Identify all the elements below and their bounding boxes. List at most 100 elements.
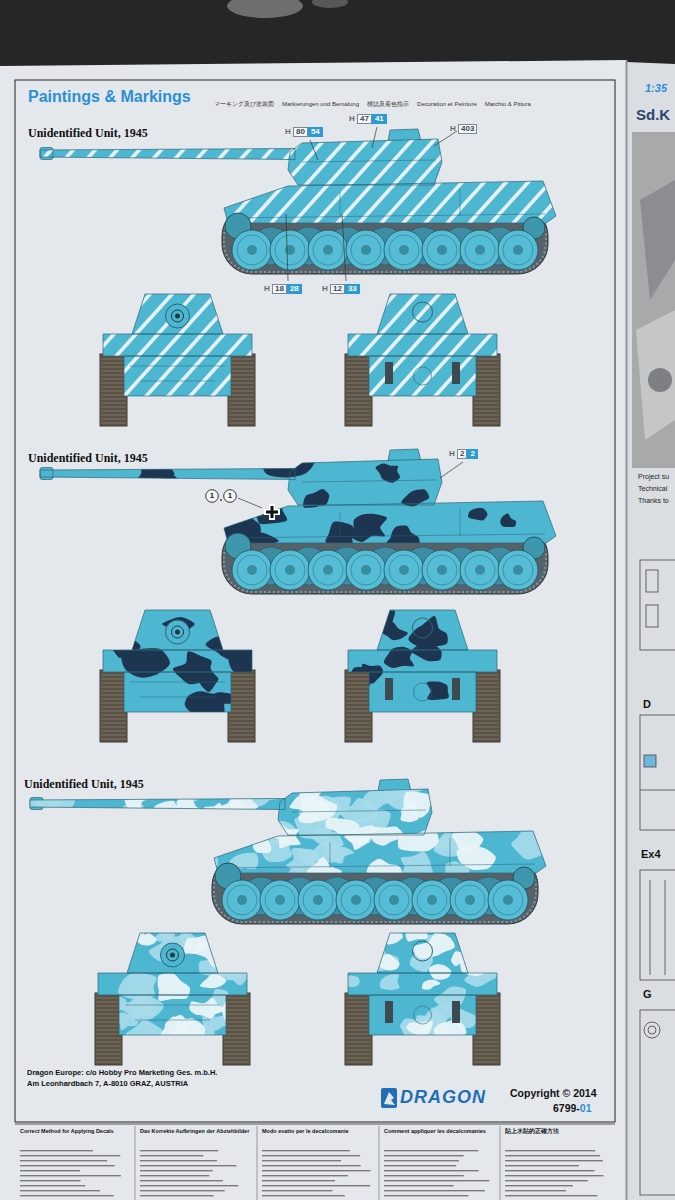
fine-print-line (20, 1160, 107, 1161)
camo-patch (429, 964, 451, 979)
fine-print-line (505, 1155, 600, 1156)
outline (348, 650, 497, 672)
camo-stripe (510, 122, 607, 224)
decal-prefix: H (450, 124, 456, 134)
muzzle (167, 949, 179, 961)
step-letter: Ex4 (641, 848, 661, 861)
camo-stripe (343, 286, 449, 398)
fine-print-line (384, 1175, 464, 1176)
fine-print-line (505, 1170, 595, 1171)
camo-stripe (532, 122, 629, 224)
track-link (96, 1048, 121, 1049)
road-wheel (260, 880, 300, 920)
wheel-hub (427, 895, 437, 905)
camo-patch (456, 600, 495, 618)
track-link (229, 705, 254, 706)
camo-stripe (620, 122, 675, 224)
track-link (474, 1000, 499, 1001)
fine-print-line (262, 1155, 360, 1156)
kit-number: 6799- (553, 1102, 580, 1114)
road-wheel (270, 230, 310, 270)
wheel-hub (275, 895, 285, 905)
track-link (474, 413, 499, 414)
fine-print-line (140, 1190, 225, 1191)
track-link (474, 1048, 499, 1049)
track-link (229, 385, 254, 386)
track-link (474, 689, 499, 690)
road-wheel (270, 550, 310, 590)
camo-patch (61, 852, 87, 865)
track-link (346, 729, 371, 730)
fine-print-line (505, 1160, 603, 1161)
track-link (101, 373, 126, 374)
track-link (346, 405, 371, 406)
camo-patch (112, 918, 145, 945)
track-link (229, 725, 254, 726)
camo-patch (156, 830, 186, 845)
brand-logo: DRAGON (400, 1087, 486, 1108)
track-link (229, 713, 254, 714)
camo-patch (178, 435, 202, 449)
track-link (101, 425, 126, 426)
road-wheel (346, 230, 386, 270)
cupola (378, 779, 411, 791)
track-link (96, 1056, 121, 1057)
bore (175, 314, 180, 319)
camo-patch (85, 930, 113, 946)
track-link (474, 1032, 499, 1033)
wheel-hub (503, 895, 513, 905)
track-link (229, 397, 254, 398)
kit-number: 01 (580, 1102, 592, 1114)
next-page-diagrams (640, 560, 675, 1195)
camo-stripe (642, 122, 675, 224)
access-hatch (414, 367, 432, 385)
decal-box: 47 (357, 114, 372, 124)
wheel-hub (437, 245, 447, 255)
fine-print-line (20, 1175, 121, 1176)
fine-print-line (262, 1150, 350, 1151)
camo-patch (401, 852, 434, 881)
fine-print-line (384, 1160, 459, 1161)
wheel-rim (427, 555, 457, 585)
camo-patch (200, 974, 226, 988)
fine-print-line (384, 1190, 485, 1191)
track-link (96, 1052, 121, 1053)
camo-patch (171, 796, 206, 824)
camo-patch (48, 838, 79, 868)
camo-patch (378, 954, 400, 970)
language-heading: Decoration et Peinture (417, 101, 477, 108)
camo-patch (253, 838, 271, 854)
camo-patch (230, 794, 258, 818)
fine-print-line (262, 1180, 335, 1181)
decal-number: 18 (275, 285, 284, 293)
track-link (96, 1028, 121, 1029)
track-link (474, 1060, 499, 1061)
track-link (229, 685, 254, 686)
fine-print-line (140, 1195, 214, 1196)
track-link (101, 729, 126, 730)
camo-patch (472, 956, 487, 968)
fine-print-line (384, 1185, 454, 1186)
track-link (346, 1028, 371, 1029)
wheel-rim (417, 885, 447, 915)
camo-stripe (120, 286, 226, 398)
camo-stripe (365, 286, 471, 398)
track (473, 993, 500, 1065)
track-link (101, 397, 126, 398)
road-wheel (222, 880, 262, 920)
step-letter: D (643, 698, 651, 711)
camo-patch (261, 447, 286, 463)
camo-patch (187, 764, 212, 782)
track-link (474, 709, 499, 710)
camo-patch (479, 1019, 509, 1045)
wheel-rim (227, 885, 257, 915)
track-link (96, 1036, 121, 1037)
cupola (388, 129, 421, 141)
balkenkreuz (265, 505, 279, 519)
camo-stripe (431, 286, 537, 398)
track (100, 354, 127, 426)
fine-print-line (140, 1150, 218, 1151)
camo-patch (469, 484, 494, 500)
track-link (229, 673, 254, 674)
